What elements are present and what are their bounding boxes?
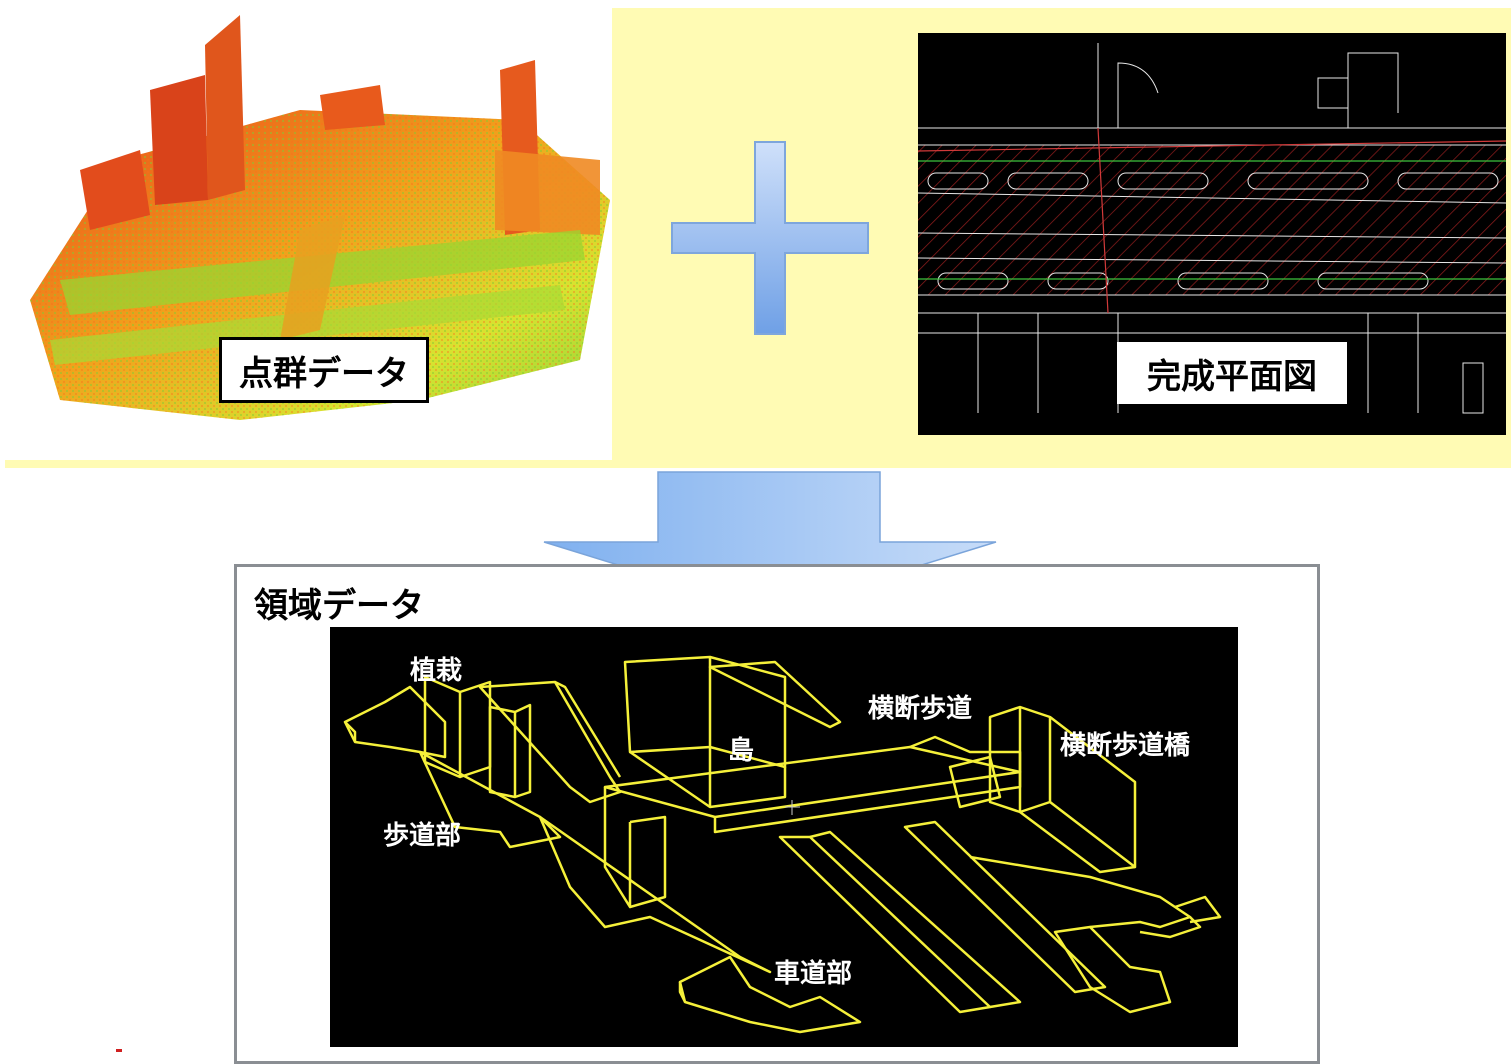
planting-label: 植栽 [410,656,463,686]
crosswalk-label: 横断歩道 [868,694,973,724]
plan-drawing-label: 完成平面図 [1117,342,1347,404]
island-label: 島 [728,736,755,766]
point-cloud-image [30,15,610,420]
yellow-divider-bar [5,460,1511,468]
pedestrian-bridge-label: 横断歩道橋 [1060,731,1191,761]
red-marker [116,1049,122,1052]
region-wireframe-view [330,627,1238,1047]
roadway-label: 車道部 [774,959,853,989]
point-cloud-label: 点群データ [219,337,429,403]
region-data-title: 領域データ [254,586,424,626]
plus-icon [671,141,869,335]
sidewalk-label: 歩道部 [383,821,462,851]
